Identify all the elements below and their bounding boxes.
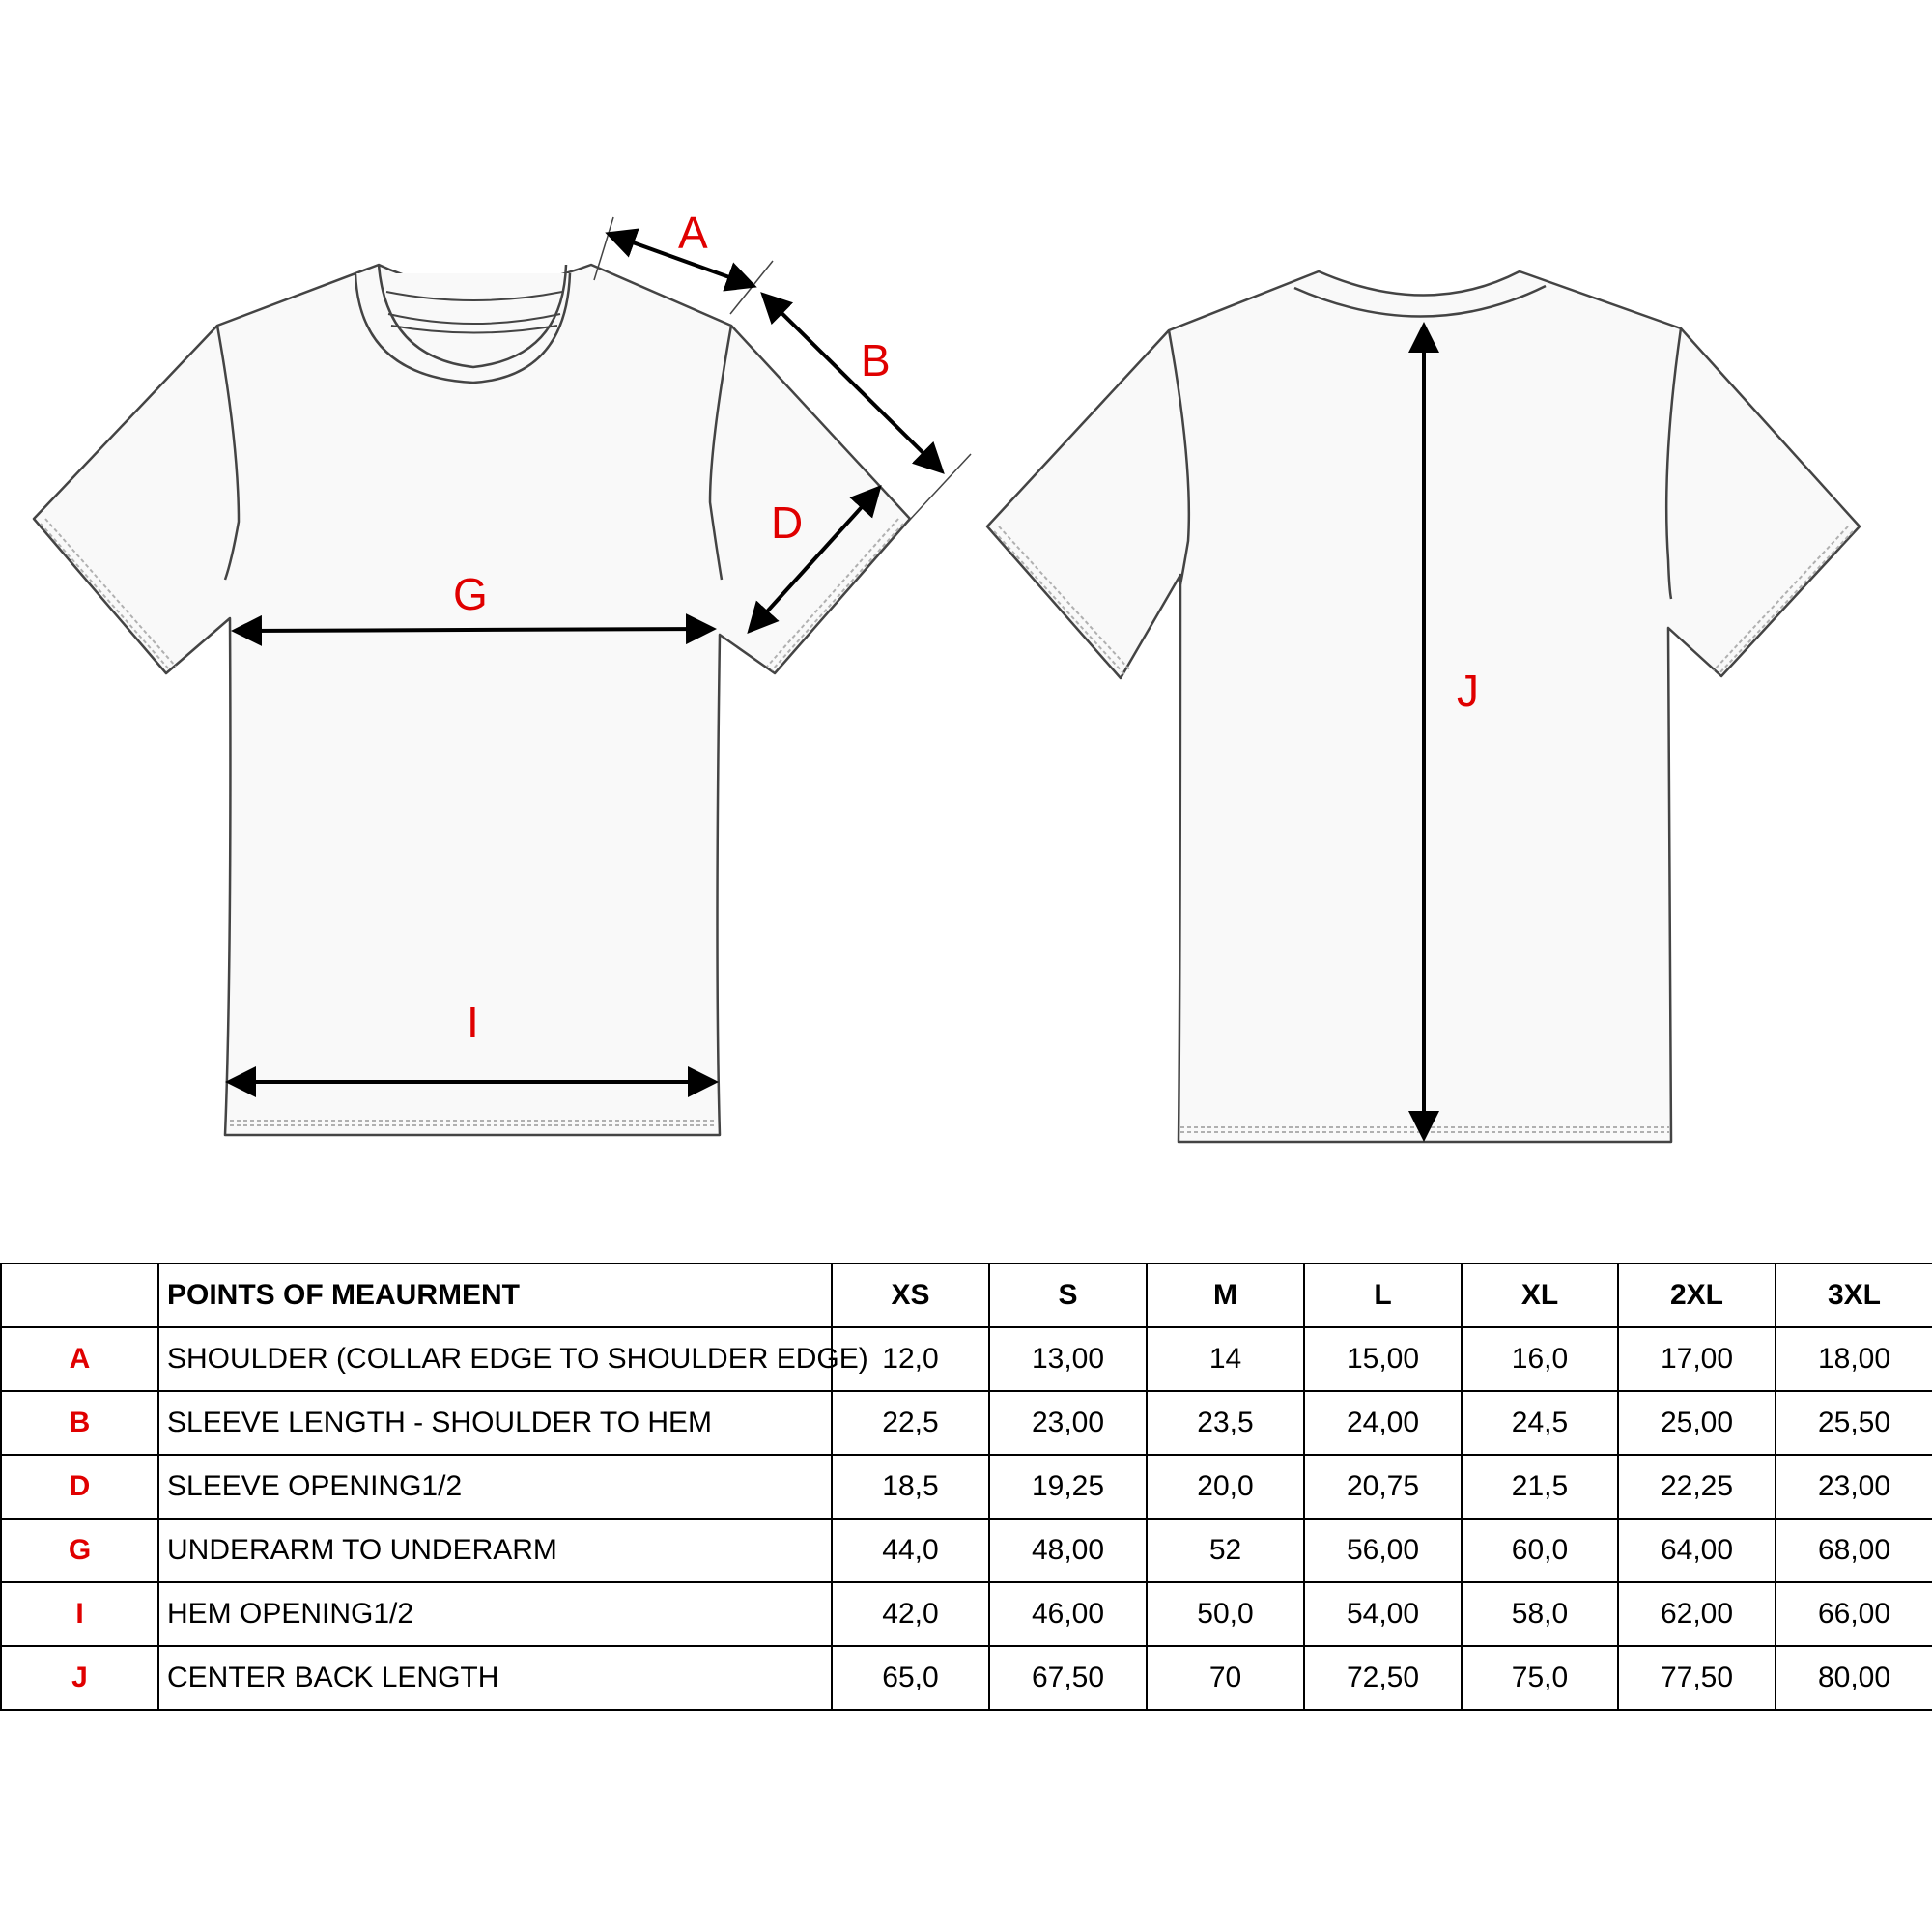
arrow-b [760, 292, 945, 474]
row-value: 24,5 [1461, 1390, 1619, 1456]
row-value: 72,50 [1303, 1645, 1463, 1711]
row-value: 75,0 [1461, 1645, 1619, 1711]
row-value: 23,5 [1146, 1390, 1305, 1456]
row-value: 65,0 [831, 1645, 990, 1711]
row-value: 50,0 [1146, 1581, 1305, 1647]
row-description: UNDERARM TO UNDERARM [157, 1518, 833, 1583]
header-size-xl: XL [1461, 1263, 1619, 1328]
arrow-d [747, 485, 882, 634]
row-description: SLEEVE LENGTH - SHOULDER TO HEM [157, 1390, 833, 1456]
row-code: G [0, 1518, 159, 1583]
front-collar-inner-1 [385, 291, 563, 301]
front-armhole-left [215, 325, 241, 581]
row-code: B [0, 1390, 159, 1456]
row-value: 52 [1146, 1518, 1305, 1583]
row-description: SHOULDER (COLLAR EDGE TO SHOULDER EDGE) [157, 1326, 868, 1392]
back-collar-band [1293, 284, 1547, 318]
front-collar-inner-3 [390, 325, 558, 334]
row-value: 12,0 [831, 1326, 990, 1392]
row-description: SLEEVE OPENING1/2 [157, 1454, 833, 1520]
table-header-row: POINTS OF MEAURMENT XS S M L XL 2XL 3XL [0, 1263, 1932, 1328]
header-points-of-measurement: POINTS OF MEAURMENT [157, 1263, 833, 1328]
label-g: G [453, 569, 488, 619]
row-value: 64,00 [1617, 1518, 1776, 1583]
row-value: 20,0 [1146, 1454, 1305, 1520]
row-value: 46,00 [988, 1581, 1148, 1647]
back-armhole-right [1664, 327, 1683, 600]
row-value: 70 [1146, 1645, 1305, 1711]
row-value: 62,00 [1617, 1581, 1776, 1647]
row-value: 25,00 [1617, 1390, 1776, 1456]
row-value: 14 [1146, 1326, 1305, 1392]
measurement-arrows [225, 228, 1439, 1142]
tshirt-front [32, 263, 912, 1137]
row-value: 66,00 [1775, 1581, 1932, 1647]
label-a: A [678, 208, 708, 258]
row-value: 15,00 [1303, 1326, 1463, 1392]
row-code: J [0, 1645, 159, 1711]
row-value: 68,00 [1775, 1518, 1932, 1583]
row-value: 60,0 [1461, 1518, 1619, 1583]
front-collar-inner-2 [387, 313, 561, 325]
header-size-s: S [988, 1263, 1148, 1328]
arrow-g [231, 613, 717, 646]
row-value: 23,00 [988, 1390, 1148, 1456]
row-value: 19,25 [988, 1454, 1148, 1520]
label-d: D [771, 497, 803, 548]
header-size-2xl: 2XL [1617, 1263, 1776, 1328]
label-i: I [467, 997, 479, 1047]
row-value: 77,50 [1617, 1645, 1776, 1711]
header-code [0, 1263, 159, 1328]
row-value: 18,5 [831, 1454, 990, 1520]
row-value: 20,75 [1303, 1454, 1463, 1520]
row-value: 24,00 [1303, 1390, 1463, 1456]
header-size-xs: XS [831, 1263, 990, 1328]
header-size-m: M [1146, 1263, 1305, 1328]
row-value: 56,00 [1303, 1518, 1463, 1583]
row-value: 58,0 [1461, 1581, 1619, 1647]
row-value: 80,00 [1775, 1645, 1932, 1711]
row-value: 44,0 [831, 1518, 990, 1583]
row-code: A [0, 1326, 159, 1392]
row-value: 23,00 [1775, 1454, 1932, 1520]
arrow-a [605, 228, 757, 292]
row-value: 67,50 [988, 1645, 1148, 1711]
row-value: 13,00 [988, 1326, 1148, 1392]
label-j: J [1457, 666, 1479, 716]
row-value: 42,0 [831, 1581, 990, 1647]
header-size-l: L [1303, 1263, 1463, 1328]
front-armhole-right [708, 325, 733, 581]
tshirt-diagram: A B D G I J [32, 208, 1861, 1144]
row-value: 17,00 [1617, 1326, 1776, 1392]
row-value: 22,25 [1617, 1454, 1776, 1520]
header-size-3xl: 3XL [1775, 1263, 1932, 1328]
back-armhole-left [1167, 329, 1191, 585]
size-chart-table: POINTS OF MEAURMENT XS S M L XL 2XL 3XL … [0, 1263, 1932, 1711]
row-value: 25,50 [1775, 1390, 1932, 1456]
row-value: 21,5 [1461, 1454, 1619, 1520]
row-value: 48,00 [988, 1518, 1148, 1583]
row-code: D [0, 1454, 159, 1520]
label-b: B [861, 335, 891, 385]
row-value: 54,00 [1303, 1581, 1463, 1647]
row-value: 18,00 [1775, 1326, 1932, 1392]
row-description: HEM OPENING1/2 [157, 1581, 833, 1647]
row-description: CENTER BACK LENGTH [157, 1645, 833, 1711]
row-value: 22,5 [831, 1390, 990, 1456]
row-value: 16,0 [1461, 1326, 1619, 1392]
row-code: I [0, 1581, 159, 1647]
